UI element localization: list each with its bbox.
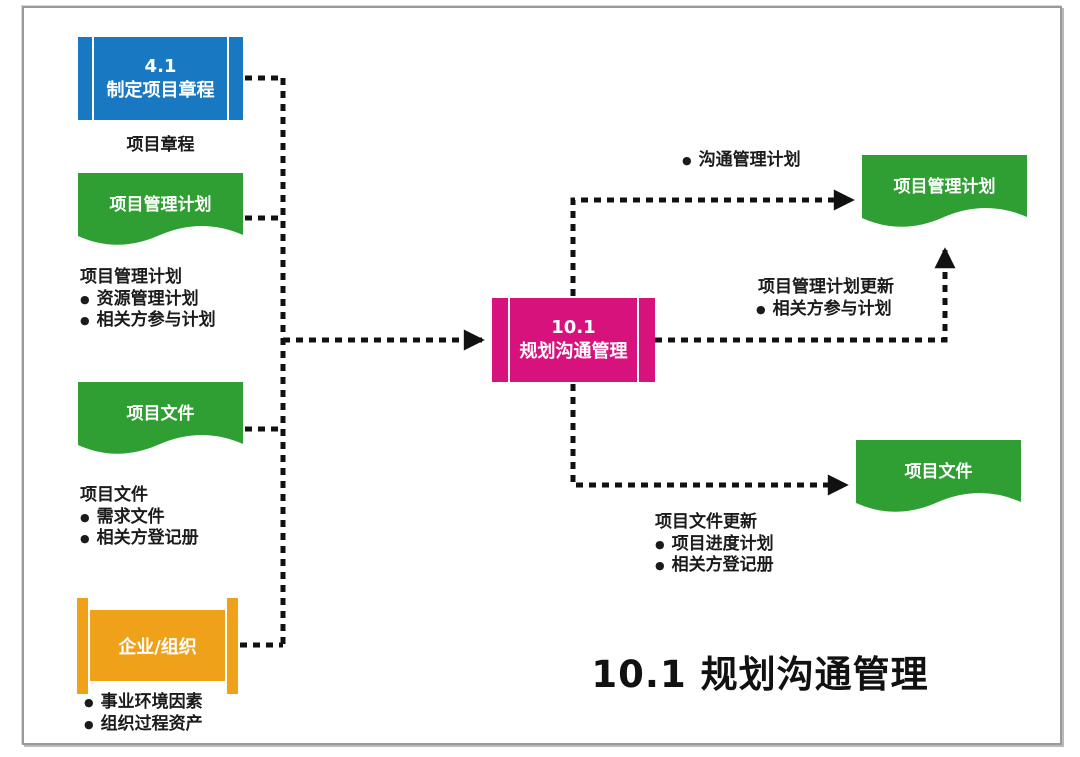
process-code: 4.1	[144, 55, 177, 77]
bullet-item: ● 相关方参与计划	[80, 310, 216, 332]
bullet-dot-icon: ●	[80, 532, 90, 545]
doc-input-pm-plan-label: 项目管理计划	[109, 194, 212, 215]
process-box-stripe	[637, 298, 639, 382]
process-name: 规划沟通管理	[519, 341, 628, 362]
note-input-project-docs: 项目文件 ● 需求文件 ● 相关方登记册	[80, 485, 199, 550]
main-process-label: 10.1 规划沟通管理	[520, 316, 628, 364]
annotation-communications-plan: ● 沟通管理计划	[682, 150, 801, 172]
bullet-text: 事业环境因素	[100, 692, 203, 712]
bullet-text: 项目进度计划	[671, 533, 774, 554]
note-input-pm-plan: 项目管理计划 ● 资源管理计划 ● 相关方参与计划	[80, 267, 216, 332]
doc-input-project-docs-label: 项目文件	[126, 403, 195, 424]
bullet-dot-icon: ●	[655, 537, 665, 551]
bullet-item: ● 项目进度计划	[655, 534, 774, 556]
bullet-dot-icon: ●	[84, 696, 94, 709]
bullet-text: 沟通管理计划	[698, 150, 801, 170]
enterprise-label: 企业/组织	[90, 610, 225, 681]
document-shape	[856, 440, 1021, 512]
bullet-dot-icon: ●	[80, 314, 90, 327]
bullet-item: ● 组织过程资产	[84, 714, 203, 736]
annotation-doc-updates: 项目文件更新 ● 项目进度计划 ● 相关方登记册	[655, 512, 774, 577]
note-input-enterprise: ● 事业环境因素 ● 组织过程资产	[84, 692, 203, 735]
process-box-stripe	[92, 37, 94, 120]
doc-output-project-docs: 项目文件	[856, 440, 1021, 524]
diagram-title: 10.1 规划沟通管理	[591, 653, 929, 696]
process-code: 10.1	[551, 317, 596, 338]
bullet-dot-icon: ●	[682, 154, 692, 167]
bullet-item: ● 相关方参与计划	[756, 299, 894, 321]
bullet-text: 相关方登记册	[96, 528, 199, 548]
bullet-dot-icon: ●	[756, 302, 766, 316]
enterprise-side-bar	[77, 598, 88, 694]
bullet-dot-icon: ●	[84, 717, 94, 731]
enterprise-shape: 企业/组织	[77, 598, 238, 694]
process-box-stripe	[227, 37, 229, 120]
bullet-dot-icon: ●	[80, 292, 90, 306]
bullet-item: ● 资源管理计划	[80, 289, 216, 311]
bullet-dot-icon: ●	[655, 559, 665, 572]
bullet-item: ● 需求文件	[80, 507, 199, 529]
doc-input-pm-plan: 项目管理计划	[78, 173, 243, 257]
bullet-text: 资源管理计划	[96, 288, 199, 309]
process-box-4-1-label: 4.1 制定项目章程	[107, 55, 215, 103]
note-heading: 项目文件	[80, 485, 148, 505]
bullet-text: 相关方登记册	[671, 555, 774, 575]
document-shape	[78, 382, 243, 454]
frame-border	[22, 6, 1062, 745]
document-shape	[78, 173, 243, 245]
bullet-item: ● 沟通管理计划	[682, 150, 801, 172]
note-heading: 项目管理计划更新	[758, 277, 894, 297]
note-heading: 项目文件更新	[655, 512, 757, 532]
bullet-text: 组织过程资产	[100, 713, 203, 734]
note-heading: 项目管理计划	[80, 267, 182, 287]
doc-input-project-docs: 项目文件	[78, 382, 243, 466]
bullet-text: 需求文件	[96, 506, 165, 527]
doc-output-project-docs-label: 项目文件	[904, 461, 973, 482]
bullet-text: 相关方参与计划	[96, 310, 216, 330]
bullet-dot-icon: ●	[80, 510, 90, 524]
annotation-pm-plan-updates: 项目管理计划更新 ● 相关方参与计划	[756, 277, 894, 321]
bullet-text: 相关方参与计划	[772, 298, 892, 319]
process-box-stripe	[508, 298, 510, 382]
enterprise-side-bar	[227, 598, 238, 694]
charter-caption: 项目章程	[126, 135, 195, 155]
bullet-item: ● 相关方登记册	[80, 528, 199, 550]
doc-output-pm-plan-label: 项目管理计划	[893, 176, 996, 197]
doc-output-pm-plan: 项目管理计划	[862, 155, 1027, 239]
bullet-item: ● 事业环境因素	[84, 692, 203, 714]
process-name: 制定项目章程	[106, 79, 215, 101]
document-shape	[862, 155, 1027, 227]
bullet-item: ● 相关方登记册	[655, 555, 774, 577]
main-process-box: 10.1 规划沟通管理	[492, 298, 655, 382]
process-box-4-1: 4.1 制定项目章程	[78, 37, 243, 120]
